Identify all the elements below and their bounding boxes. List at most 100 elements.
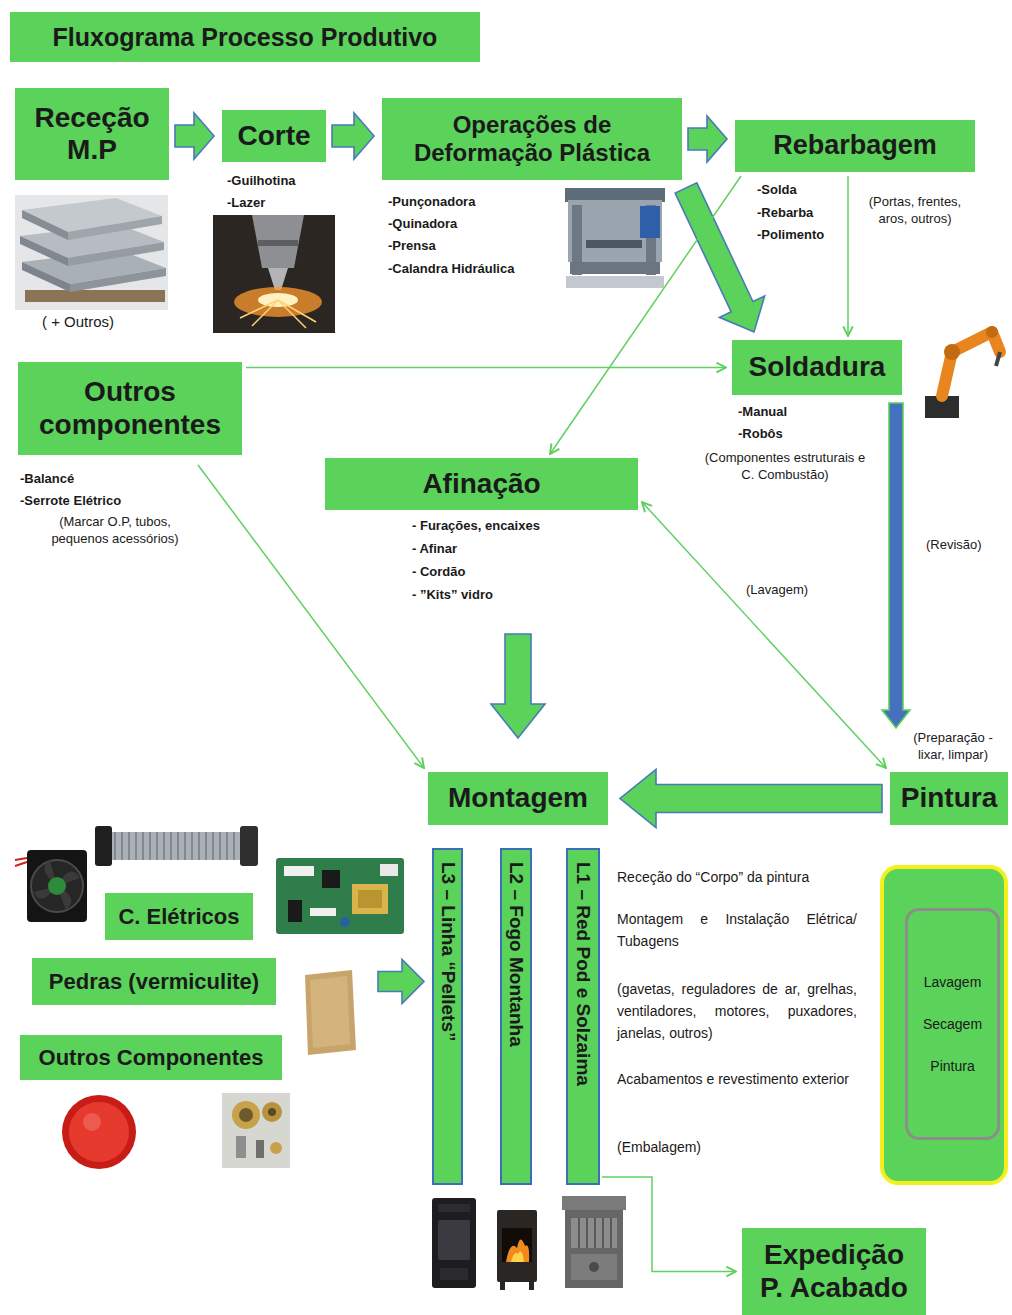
metal-sheet-photo [22, 198, 162, 240]
axial-fan-photo [48, 877, 66, 895]
node-text: Expedição P. Acabado [750, 1239, 918, 1303]
welding-robot-photo [996, 352, 1000, 366]
press-brake-photo [570, 262, 660, 274]
welding-robot-photo [986, 326, 998, 338]
block-arrow [378, 960, 424, 1004]
annotation-text: ( + Outros) [42, 312, 114, 332]
axial-fan-photo [27, 850, 87, 922]
annotation-text: (Portas, frentes, aros, outros) [856, 194, 974, 228]
press-brake-photo [640, 206, 660, 238]
tangential-fan-photo [240, 826, 258, 866]
pellet-stove-photo [438, 1204, 470, 1212]
block-arrow [688, 116, 727, 162]
laser-cutting-photo [213, 215, 335, 333]
process-box: Afinação [325, 458, 638, 510]
cast-iron-stove-photo [571, 1218, 617, 1248]
circuit-board-photo [284, 866, 314, 876]
annotation-text: (Embalagem) [617, 1136, 857, 1158]
circuit-board-photo [276, 858, 404, 934]
process-box: Pintura [890, 772, 1008, 825]
press-brake-photo [565, 188, 665, 202]
laser-cutting-photo [252, 215, 304, 268]
circuit-board-photo [358, 890, 382, 908]
block-arrow [175, 113, 214, 159]
process-box: Soldadura [732, 340, 902, 395]
annotation-text: -Robôs [738, 426, 783, 443]
node-text: Receção M.P [23, 102, 161, 166]
circuit-board-photo [340, 917, 350, 927]
annotation-text: -Prensa [388, 238, 436, 255]
metal-sheet-photo [15, 195, 168, 310]
flow-line [198, 465, 424, 768]
welding-robot-photo [944, 344, 960, 360]
annotation-text: - Furações, encaixes [412, 518, 540, 535]
block-arrow [491, 634, 545, 738]
annotation-text: Receção do “Corpo” da pintura [617, 866, 857, 888]
metal-sheet-photo [22, 210, 68, 240]
annotation-text: -Balancé [20, 471, 74, 488]
laser-cutting-photo [234, 287, 322, 317]
axial-fan-photo [15, 858, 27, 866]
tangential-fan-photo [110, 832, 242, 860]
laser-cutting-photo [258, 240, 298, 246]
metal-sheet-photo [68, 216, 162, 240]
process-box: Operações de Deformação Plástica [382, 98, 682, 180]
pellet-stove-photo [438, 1220, 470, 1260]
title-text: Fluxograma Processo Produtivo [53, 23, 438, 52]
assembly-line-bar: L2 – Fogo Montanha [500, 848, 532, 1185]
edge-label: (Revisão) [924, 537, 984, 554]
vermiculite-board-photo [305, 970, 356, 1055]
pellet-stove-photo [440, 1268, 468, 1280]
fittings-photo [222, 1093, 290, 1168]
annotation-text: (gavetas, reguladores de ar, grelhas, ve… [617, 978, 857, 1044]
fittings-photo [270, 1142, 282, 1154]
annotation-text: - Cordão [412, 564, 465, 581]
fittings-photo [222, 1093, 290, 1168]
expansion-vessel-photo [62, 1095, 136, 1169]
wood-stove-photo [511, 1251, 524, 1262]
paint-booth: Lavagem Secagem Pintura [880, 865, 1008, 1185]
metal-sheet-photo [15, 195, 168, 310]
annotation-text: - ”Kits” vidro [412, 587, 493, 604]
wood-stove-photo [500, 1282, 505, 1290]
assembly-line-bar: L3 – Linha “Pellets” [432, 848, 463, 1185]
node-text: Lavagem Secagem Pintura [918, 961, 988, 1087]
press-brake-photo [566, 276, 664, 288]
tangential-fan-photo [115, 832, 234, 860]
annotation-text: -Rebarba [757, 205, 813, 222]
vermiculite-board-photo [310, 976, 350, 1048]
annotation-text: -Manual [738, 404, 787, 421]
welding-robot-photo [925, 326, 1000, 418]
node-text: Pedras (vermiculite) [49, 969, 259, 994]
block-arrow [675, 183, 765, 332]
block-arrow [332, 113, 374, 159]
node-text: Montagem [448, 782, 588, 814]
flow-line [550, 176, 741, 454]
cast-iron-stove-photo [562, 1196, 626, 1210]
annotation-text: Acabamentos e revestimento exterior [617, 1068, 857, 1090]
circuit-board-photo [276, 858, 404, 934]
wood-stove-photo [497, 1210, 537, 1282]
circuit-board-photo [380, 864, 398, 876]
process-box: Receção M.P [15, 88, 169, 180]
press-brake-photo [565, 188, 665, 288]
annotation-text: (Marcar O.P, tubos, pequenos acessórios) [40, 514, 190, 548]
axial-fan-photo [34, 860, 80, 910]
annotation-text: -Polimento [757, 227, 824, 244]
metal-sheet-photo [25, 290, 165, 302]
cast-iron-stove-photo [579, 1218, 611, 1248]
expansion-vessel-photo [83, 1113, 101, 1131]
axial-fan-photo [15, 850, 87, 922]
node-text: Soldadura [749, 351, 886, 383]
node-text: Pintura [901, 782, 997, 814]
metal-sheet-photo [68, 242, 164, 266]
pellet-stove-photo [432, 1198, 476, 1288]
circuit-board-photo [352, 884, 388, 914]
fittings-photo [236, 1136, 246, 1158]
process-box: Expedição P. Acabado [742, 1228, 926, 1315]
axial-fan-photo [31, 860, 83, 912]
process-box: Outros componentes [18, 362, 242, 455]
cast-iron-stove-photo [565, 1210, 623, 1288]
flow-line [246, 367, 726, 369]
fittings-photo [232, 1101, 260, 1129]
